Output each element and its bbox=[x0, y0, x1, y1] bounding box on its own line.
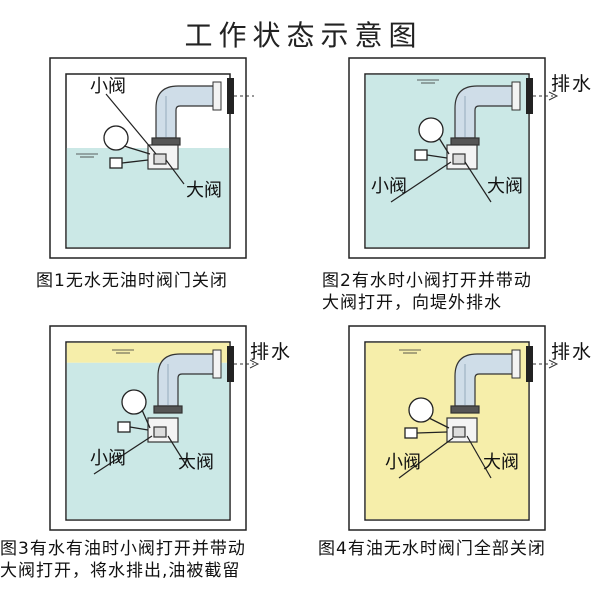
caption-2: 图2有水时小阀打开并带动 大阀打开，向堤外排水 bbox=[322, 270, 532, 314]
leader-lines bbox=[93, 435, 189, 475]
caption-1-line-1: 图1无水无油时阀门关闭 bbox=[36, 271, 228, 291]
leader-lines bbox=[390, 161, 492, 203]
big-valve-label: 大阀 bbox=[487, 176, 523, 197]
caption-4: 图4有油无水时阀门全部关闭 bbox=[318, 538, 546, 560]
elbow-pipe bbox=[450, 353, 520, 414]
float-ball bbox=[117, 389, 151, 433]
outlet-label: 排水 bbox=[551, 73, 593, 95]
surface-mark bbox=[399, 349, 421, 354]
float-ball bbox=[404, 397, 450, 439]
outlet-flange bbox=[511, 346, 559, 382]
caption-3-line-1: 图3有水有油时小阀打开并带动 bbox=[0, 539, 246, 559]
small-valve-label: 小阀 bbox=[385, 452, 421, 473]
water-surface-mark bbox=[417, 79, 439, 84]
small-valve-label: 小阀 bbox=[90, 76, 126, 97]
tank-walls bbox=[348, 57, 546, 259]
tank-walls bbox=[348, 325, 546, 531]
outlet-flange bbox=[212, 346, 260, 382]
leader-lines bbox=[398, 435, 492, 479]
panel-1: 小阀 大阀 bbox=[28, 50, 270, 260]
caption-3-line-2: 大阀打开，将水排出,油被截留 bbox=[0, 561, 241, 581]
outlet-flange bbox=[511, 78, 559, 114]
valve-assembly bbox=[147, 144, 179, 170]
panel-4: 排水 小阀 大阀 bbox=[335, 318, 600, 532]
big-valve-label: 大阀 bbox=[483, 452, 519, 473]
small-valve-label: 小阀 bbox=[371, 176, 407, 197]
panel-3: 排水 小阀 大阀 bbox=[28, 318, 298, 532]
surface-mark bbox=[112, 349, 134, 354]
diagram-title: 工作状态示意图 bbox=[184, 19, 423, 52]
caption-3: 图3有水有油时小阀打开并带动 大阀打开，将水排出,油被截留 bbox=[0, 538, 246, 582]
caption-2-line-2: 大阀打开，向堤外排水 bbox=[322, 293, 502, 313]
tank-walls bbox=[49, 57, 247, 259]
panel-2: 排水 小阀 大阀 bbox=[335, 50, 600, 260]
valve-assembly bbox=[147, 417, 179, 443]
outlet-label: 排水 bbox=[250, 341, 292, 363]
caption-1: 图1无水无油时阀门关闭 bbox=[36, 270, 228, 292]
leader-lines bbox=[105, 93, 185, 185]
float-ball bbox=[103, 125, 151, 169]
tank-walls bbox=[49, 325, 247, 531]
big-valve-label: 大阀 bbox=[186, 180, 222, 201]
valve-assembly bbox=[446, 144, 478, 170]
outlet-label: 排水 bbox=[551, 341, 593, 363]
water-surface-mark bbox=[76, 153, 98, 158]
elbow-pipe bbox=[151, 85, 221, 146]
outlet-flange bbox=[212, 78, 254, 114]
caption-4-line-1: 图4有油无水时阀门全部关闭 bbox=[318, 539, 546, 559]
small-valve-label: 小阀 bbox=[90, 448, 126, 469]
caption-2-line-1: 图2有水时小阀打开并带动 bbox=[322, 271, 532, 291]
float-ball bbox=[414, 117, 450, 161]
big-valve-label: 大阀 bbox=[178, 452, 214, 473]
